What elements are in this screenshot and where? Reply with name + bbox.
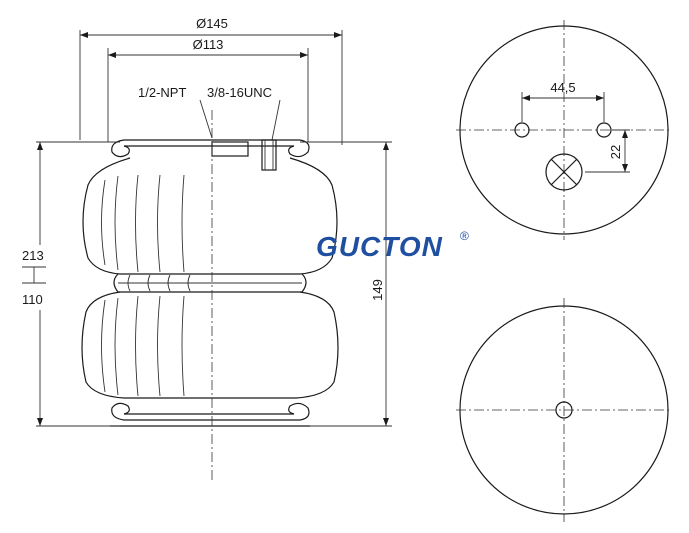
inner-diameter-label: Ø113 — [193, 37, 224, 52]
bolt-spacing-label: 44,5 — [550, 80, 575, 95]
inner-diameter-dimension: Ø113 — [107, 37, 309, 142]
port-offset-label: 22 — [608, 145, 623, 159]
outer-diameter-label: Ø145 — [196, 16, 228, 31]
outer-diameter-dimension: Ø145 — [79, 16, 343, 145]
unc-thread-label: 3/8-16UNC — [207, 85, 272, 100]
top-plate-view: 44,5 22 — [456, 20, 672, 240]
brand-logo-text: GUCTON — [316, 231, 443, 262]
height-dimensions-left: 213 110 — [22, 141, 120, 427]
npt-port-label: 1/2-NPT — [138, 85, 186, 100]
registered-mark: ® — [460, 229, 469, 243]
port-callouts: 1/2-NPT 3/8-16UNC — [138, 85, 281, 141]
bottom-plate-view — [456, 298, 672, 522]
design-height-label: 149 — [370, 279, 385, 301]
max-height-label: 213 — [22, 248, 44, 263]
design-height-dimension: 149 — [300, 141, 392, 427]
brand-logo: GUCTON ® — [316, 229, 469, 262]
bellows-side-view — [81, 110, 339, 480]
min-height-label: 110 — [22, 292, 43, 307]
